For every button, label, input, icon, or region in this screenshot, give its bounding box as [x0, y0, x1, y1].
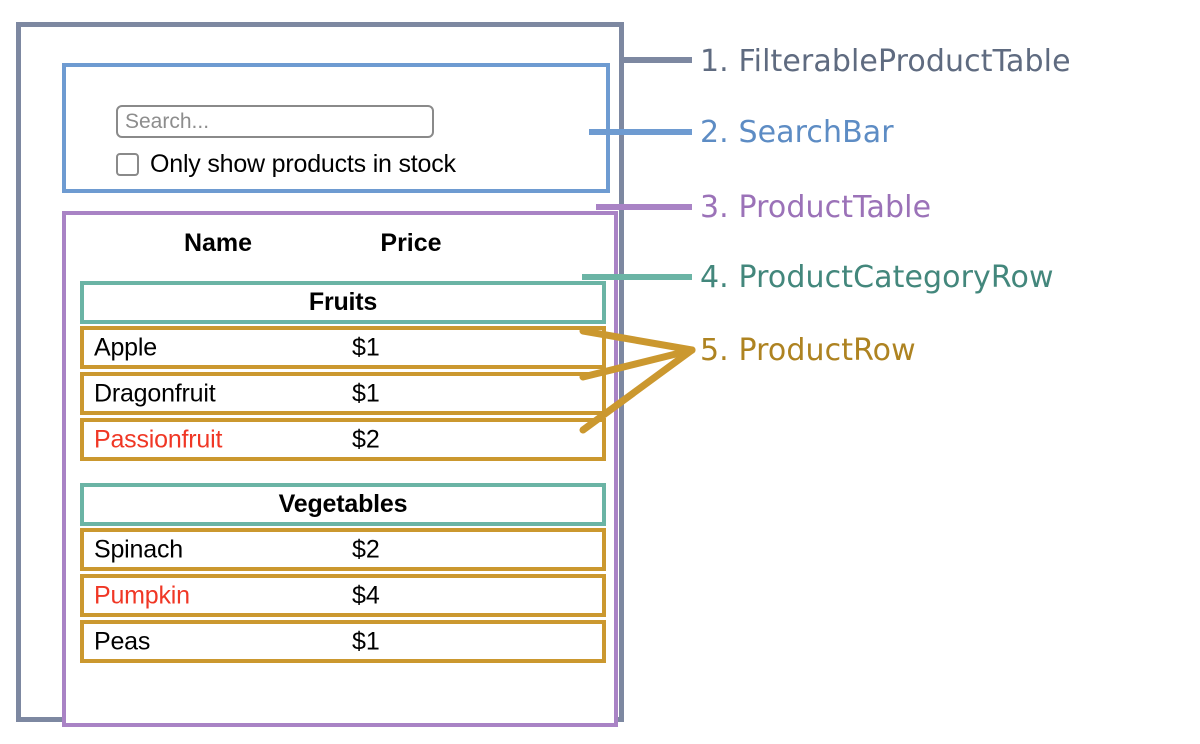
only-in-stock-checkbox[interactable] [116, 153, 139, 176]
product-price: $2 [352, 425, 380, 453]
group-spacer [80, 464, 606, 483]
product-name: Peas [94, 627, 151, 655]
product-row: Dragonfruit $1 [80, 372, 606, 415]
product-price: $1 [352, 379, 380, 407]
product-row: Pumpkin $4 [80, 574, 606, 617]
product-category-row: Vegetables [80, 483, 606, 526]
product-price: $1 [352, 627, 380, 655]
product-row: Passionfruit $2 [80, 418, 606, 461]
product-price: $2 [352, 535, 380, 563]
column-header-name: Name [183, 229, 253, 257]
product-row: Spinach $2 [80, 528, 606, 571]
product-price: $4 [352, 581, 380, 609]
annotation-label-product-table: 3. ProductTable [700, 190, 932, 225]
product-table-container: Name Price Fruits Apple $1 Dragonfruit $… [62, 211, 618, 727]
product-row: Apple $1 [80, 326, 606, 369]
product-category-label: Vegetables [278, 490, 408, 518]
annotation-label-product-category-row: 4. ProductCategoryRow [700, 260, 1054, 295]
search-input[interactable] [116, 105, 434, 138]
stock-filter-row[interactable]: Only show products in stock [116, 150, 456, 179]
column-header-price: Price [380, 229, 442, 257]
product-name: Spinach [94, 535, 183, 563]
product-table-header: Name Price [66, 229, 614, 271]
annotation-label-filterable-product-table: 1. FilterableProductTable [700, 44, 1071, 79]
only-in-stock-label: Only show products in stock [150, 150, 456, 178]
product-name: Passionfruit [94, 425, 223, 453]
filterable-product-table-container: Only show products in stock Name Price F… [16, 22, 624, 727]
product-table-rows: Fruits Apple $1 Dragonfruit $1 Passionfr… [80, 281, 606, 666]
annotation-label-search-bar: 2. SearchBar [700, 115, 894, 150]
product-category-label: Fruits [308, 288, 378, 316]
product-category-row: Fruits [80, 281, 606, 324]
product-row: Peas $1 [80, 620, 606, 663]
search-bar-container: Only show products in stock [62, 63, 610, 193]
annotation-label-product-row: 5. ProductRow [700, 333, 916, 368]
product-name: Dragonfruit [94, 379, 216, 407]
product-name: Apple [94, 333, 157, 361]
product-price: $1 [352, 333, 380, 361]
product-name: Pumpkin [94, 581, 190, 609]
